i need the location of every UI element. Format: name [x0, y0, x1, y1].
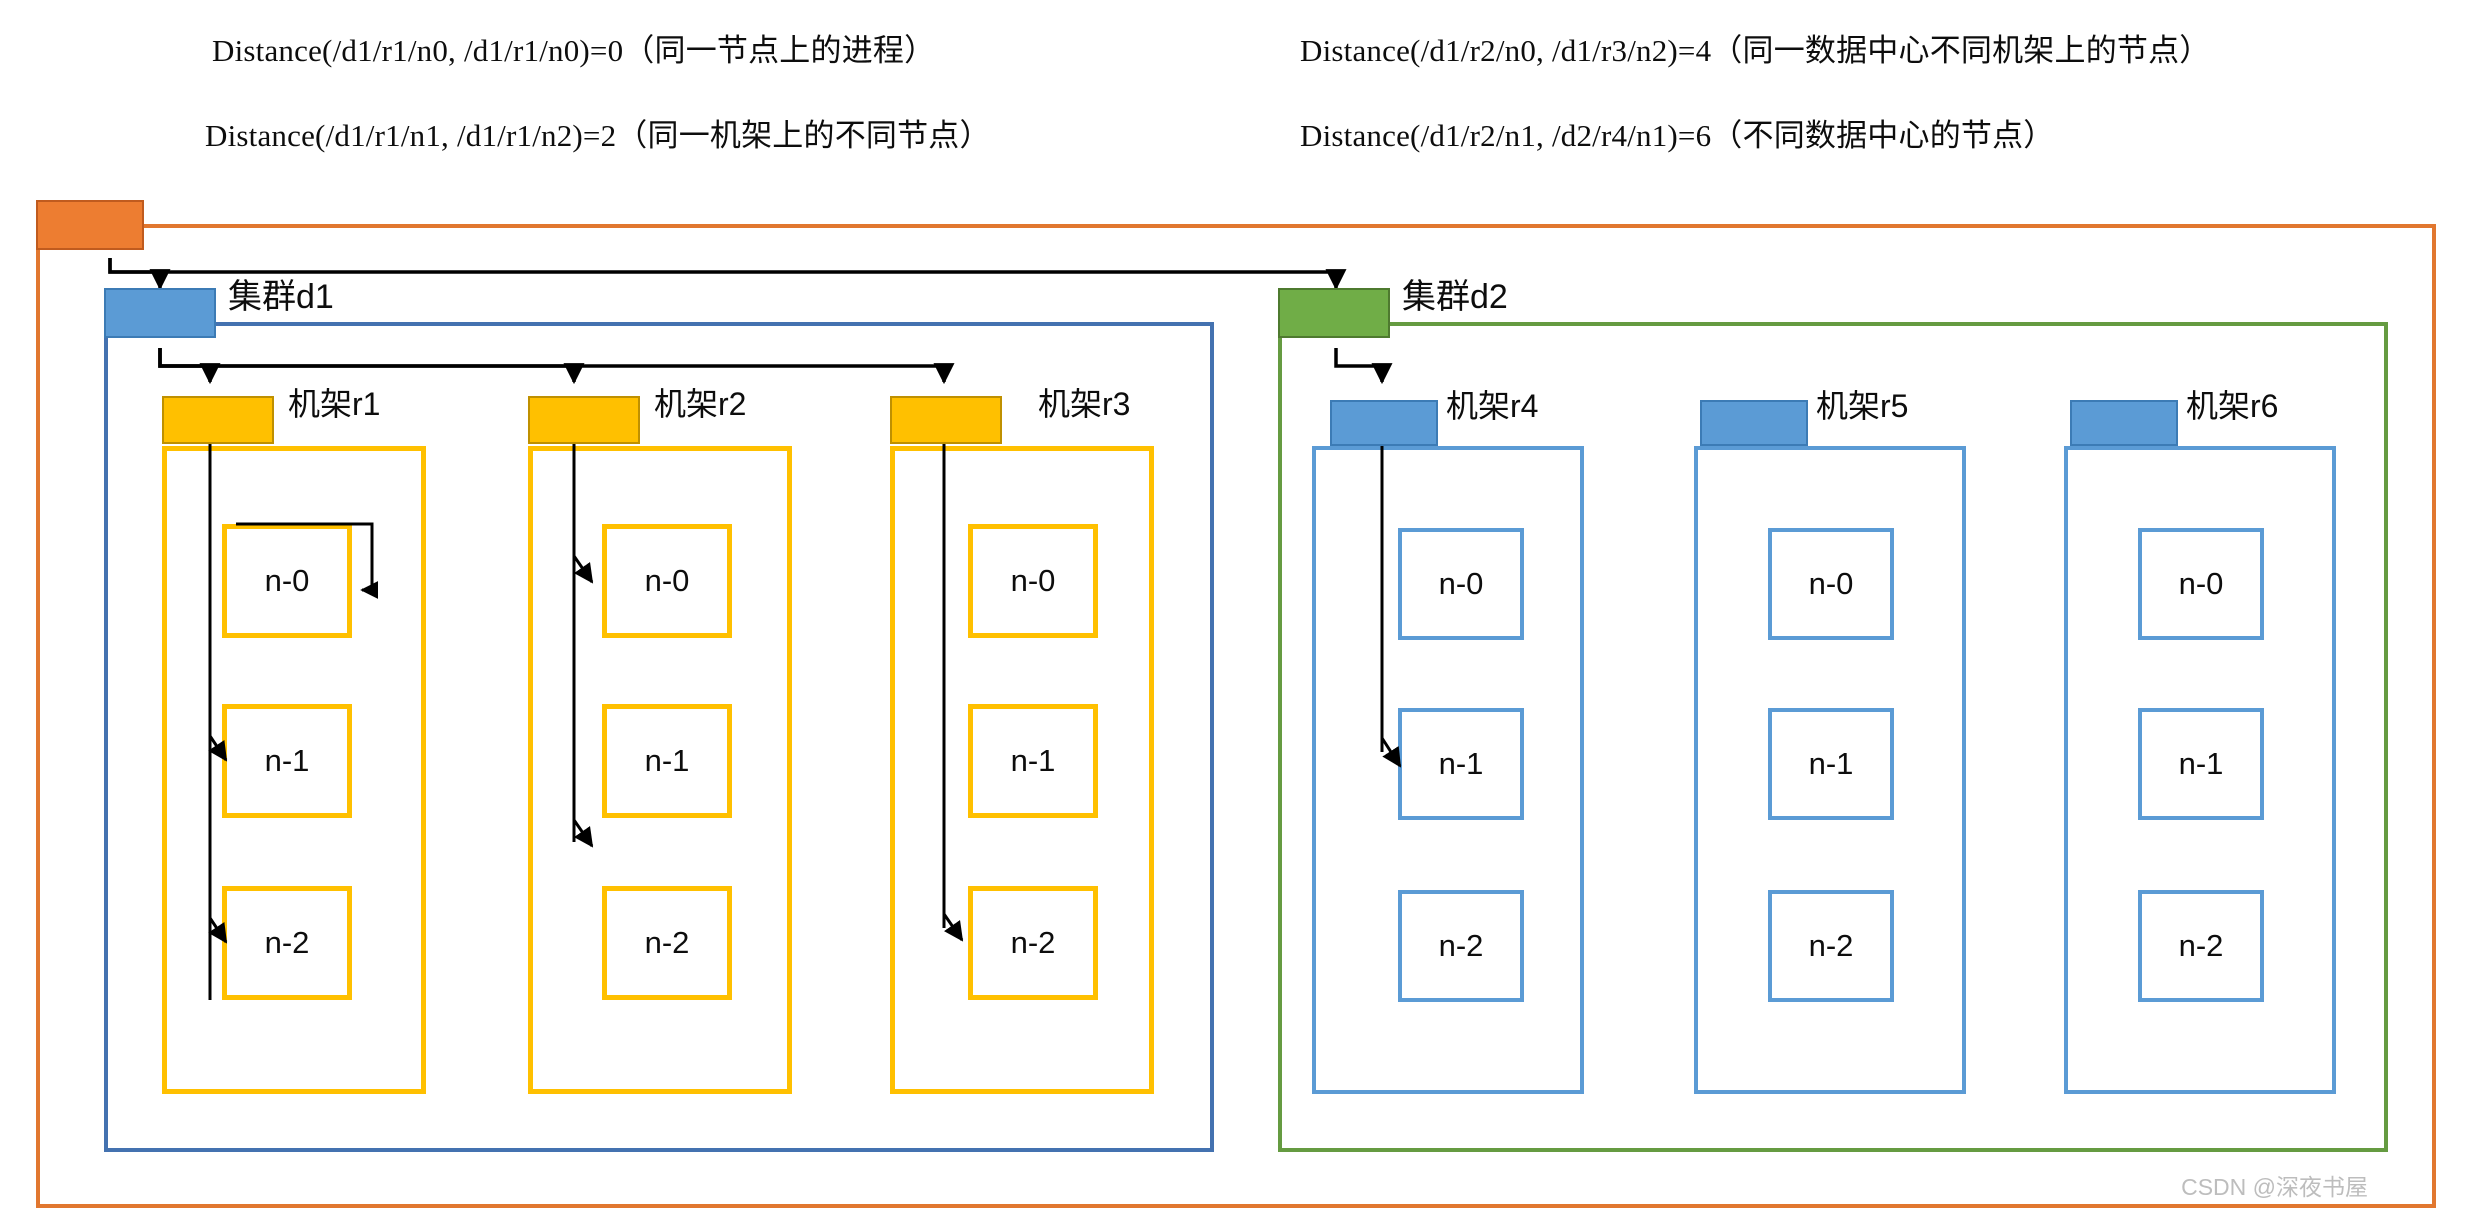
node-label: n-0 [264, 563, 310, 598]
rack-r6-container [2064, 446, 2336, 1094]
rack-r3-container [890, 446, 1154, 1094]
node-d2-r5-n2[interactable]: n-2 [1768, 890, 1894, 1002]
rack-r6-label: 机架r6 [2186, 388, 2279, 424]
node-label: n-2 [644, 925, 690, 960]
node-label: n-2 [264, 925, 310, 960]
node-d2-r4-n2[interactable]: n-2 [1398, 890, 1524, 1002]
datacenter-root-chip[interactable] [36, 200, 144, 250]
rack-r2-container [528, 446, 792, 1094]
rack-r5-label: 机架r5 [1816, 388, 1909, 424]
node-label: n-0 [1438, 566, 1484, 601]
node-label: n-2 [1010, 925, 1056, 960]
node-label: n-2 [1438, 928, 1484, 963]
node-label: n-0 [2178, 566, 2224, 601]
datacenter-container [36, 224, 2436, 1208]
rack-r1-chip[interactable] [162, 396, 274, 444]
node-d1-r1-n0[interactable]: n-0 [222, 524, 352, 638]
distance-formula-line-2: Distance(/d1/r1/n1, /d1/r1/n2)=2（同一机架上的不… [205, 118, 991, 153]
node-d2-r6-n2[interactable]: n-2 [2138, 890, 2264, 1002]
csdn-watermark: CSDN @深夜书屋 [2181, 1174, 2368, 1200]
node-d1-r1-n2[interactable]: n-2 [222, 886, 352, 1000]
node-label: n-0 [644, 563, 690, 598]
cluster-d1-container [104, 322, 1214, 1152]
node-label: n-0 [1808, 566, 1854, 601]
cluster-d2-chip[interactable] [1278, 288, 1390, 338]
node-d1-r3-n2[interactable]: n-2 [968, 886, 1098, 1000]
node-d1-r3-n1[interactable]: n-1 [968, 704, 1098, 818]
rack-r3-label: 机架r3 [1038, 386, 1131, 422]
node-d2-r4-n0[interactable]: n-0 [1398, 528, 1524, 640]
rack-r5-container [1694, 446, 1966, 1094]
cluster-d2-container [1278, 322, 2388, 1152]
node-d1-r2-n1[interactable]: n-1 [602, 704, 732, 818]
cluster-d2-label: 集群d2 [1402, 278, 1508, 316]
node-label: n-1 [1438, 746, 1484, 781]
rack-r5-chip[interactable] [1700, 400, 1808, 446]
node-label: n-1 [264, 743, 310, 778]
distance-formula-line-3: Distance(/d1/r2/n0, /d1/r3/n2)=4（同一数据中心不… [1300, 33, 2211, 68]
rack-r2-label: 机架r2 [654, 386, 747, 422]
node-d1-r2-n2[interactable]: n-2 [602, 886, 732, 1000]
node-label: n-1 [644, 743, 690, 778]
rack-r4-container [1312, 446, 1584, 1094]
node-label: n-0 [1010, 563, 1056, 598]
rack-r4-label: 机架r4 [1446, 388, 1539, 424]
node-label: n-1 [1808, 746, 1854, 781]
rack-r4-chip[interactable] [1330, 400, 1438, 446]
node-label: n-1 [1010, 743, 1056, 778]
cluster-d1-label: 集群d1 [228, 278, 334, 316]
node-d2-r6-n0[interactable]: n-0 [2138, 528, 2264, 640]
rack-r6-chip[interactable] [2070, 400, 2178, 446]
node-d2-r4-n1[interactable]: n-1 [1398, 708, 1524, 820]
node-d2-r5-n1[interactable]: n-1 [1768, 708, 1894, 820]
rack-r2-chip[interactable] [528, 396, 640, 444]
node-label: n-2 [1808, 928, 1854, 963]
node-d2-r5-n0[interactable]: n-0 [1768, 528, 1894, 640]
distance-formula-line-4: Distance(/d1/r2/n1, /d2/r4/n1)=6（不同数据中心的… [1300, 118, 2055, 153]
node-label: n-1 [2178, 746, 2224, 781]
cluster-d1-chip[interactable] [104, 288, 216, 338]
node-d1-r1-n1[interactable]: n-1 [222, 704, 352, 818]
rack-r1-label: 机架r1 [288, 386, 381, 422]
distance-formula-line-1: Distance(/d1/r1/n0, /d1/r1/n0)=0（同一节点上的进… [212, 33, 936, 68]
node-d2-r6-n1[interactable]: n-1 [2138, 708, 2264, 820]
node-label: n-2 [2178, 928, 2224, 963]
rack-r1-container [162, 446, 426, 1094]
node-d1-r3-n0[interactable]: n-0 [968, 524, 1098, 638]
rack-r3-chip[interactable] [890, 396, 1002, 444]
node-d1-r2-n0[interactable]: n-0 [602, 524, 732, 638]
